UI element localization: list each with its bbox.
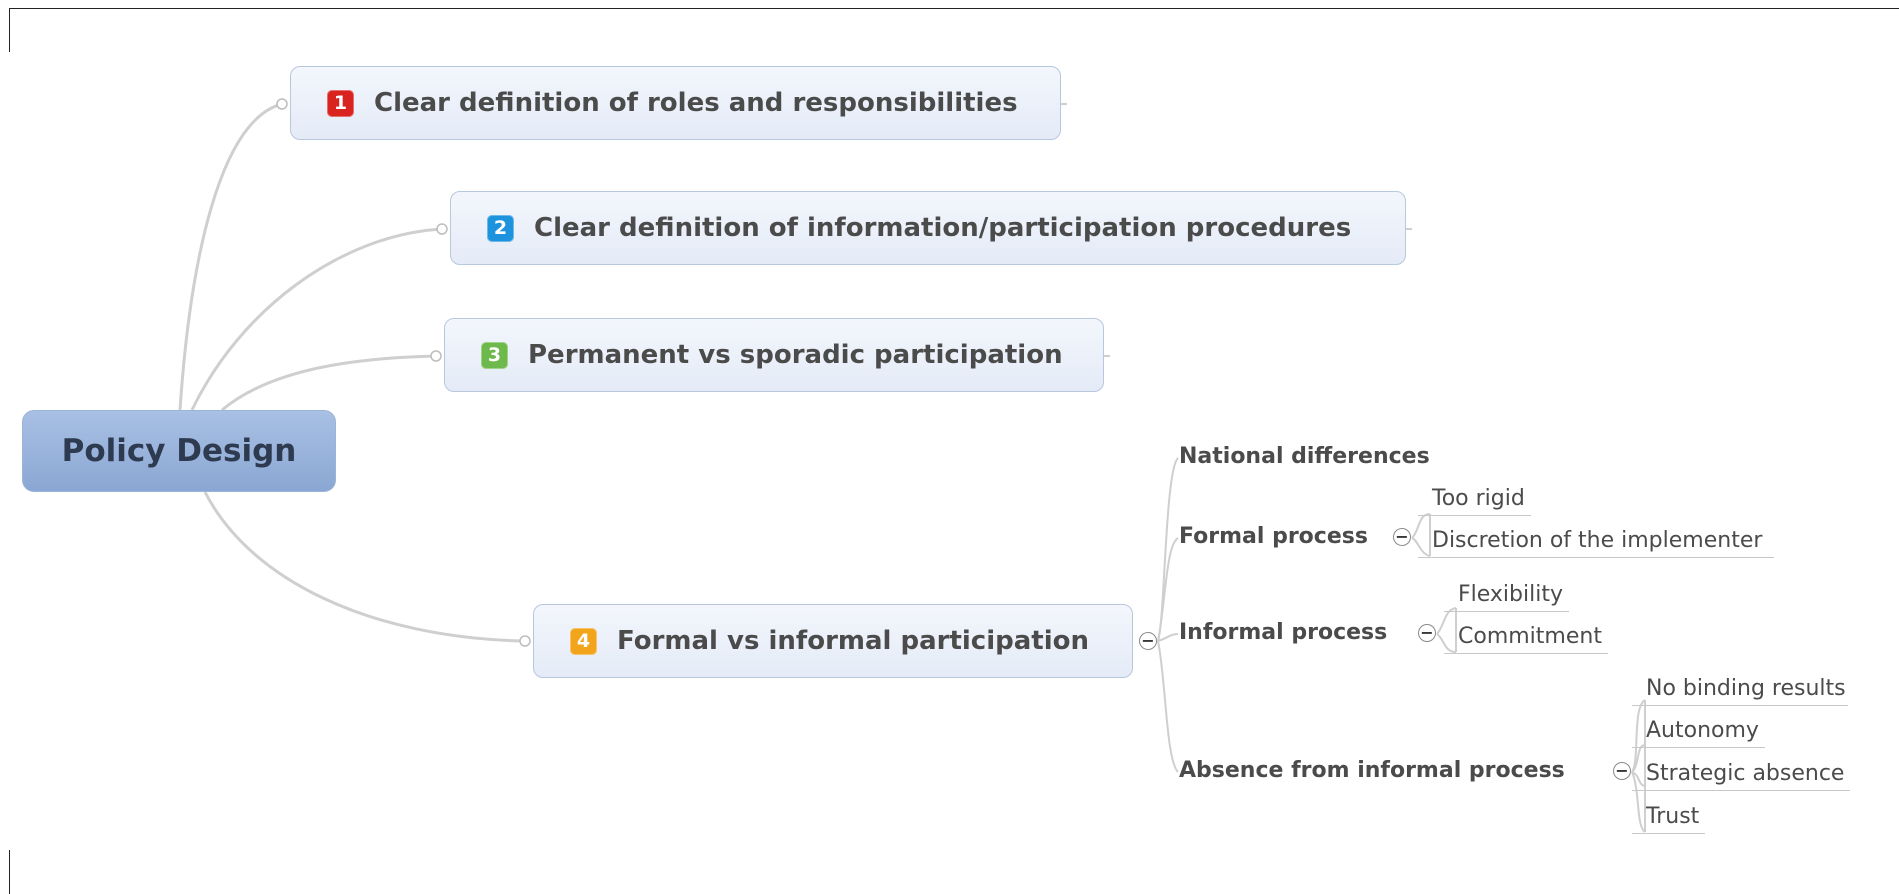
frame-border-left-lower (9, 850, 10, 894)
subtopic-informal-process[interactable]: Informal process (1179, 620, 1388, 645)
connector-topic-2 (190, 227, 443, 411)
priority-3-icon: 3 (481, 341, 508, 369)
leaf-trust[interactable]: Trust (1632, 804, 1706, 834)
topic-formal-informal[interactable]: 4 Formal vs informal participation (533, 604, 1133, 678)
subtopic-absence-informal-process[interactable]: Absence from informal process (1179, 758, 1565, 783)
topic-label: Formal vs informal participation (617, 626, 1089, 656)
collapse-toggle-formal-process[interactable]: − (1393, 528, 1411, 546)
priority-4-icon: 4 (570, 627, 597, 655)
topic-label: Permanent vs sporadic participation (528, 340, 1063, 370)
connector-topic-1 (178, 102, 283, 411)
central-topic[interactable]: Policy Design (22, 410, 336, 492)
topic-label: Clear definition of roles and responsibi… (374, 88, 1018, 118)
leaf-too-rigid[interactable]: Too rigid (1418, 486, 1531, 516)
topic-4-anchor (519, 635, 531, 647)
leaf-flexibility[interactable]: Flexibility (1444, 582, 1569, 612)
connector-topic-3 (221, 354, 437, 412)
leaf-no-binding-results[interactable]: No binding results (1632, 676, 1848, 706)
topic-permanent-sporadic[interactable]: 3 Permanent vs sporadic participation (444, 318, 1104, 392)
leaf-strategic-absence[interactable]: Strategic absence (1632, 761, 1851, 791)
collapse-toggle-absence[interactable]: − (1613, 762, 1631, 780)
subtopic-formal-process[interactable]: Formal process (1179, 524, 1368, 549)
frame-border-top (9, 8, 1899, 9)
central-topic-label: Policy Design (61, 433, 297, 469)
leaf-discretion-implementer[interactable]: Discretion of the implementer (1418, 528, 1775, 558)
topic-1-anchor (276, 98, 288, 110)
leaf-autonomy[interactable]: Autonomy (1632, 718, 1765, 748)
topic-information-procedures[interactable]: 2 Clear definition of information/partic… (450, 191, 1406, 265)
priority-2-icon: 2 (487, 214, 514, 242)
topic-label: Clear definition of information/particip… (534, 213, 1352, 243)
topic-2-anchor (436, 223, 448, 235)
collapse-toggle-topic-4[interactable]: − (1139, 632, 1157, 650)
topic-roles-responsibilities[interactable]: 1 Clear definition of roles and responsi… (290, 66, 1061, 140)
topic-3-anchor (430, 350, 442, 362)
subtopic-national-differences[interactable]: National differences (1179, 444, 1430, 469)
leaf-commitment[interactable]: Commitment (1444, 624, 1608, 654)
collapse-toggle-informal-process[interactable]: − (1418, 624, 1436, 642)
frame-border-left (9, 8, 10, 52)
connector-topic-4 (203, 491, 526, 643)
priority-1-icon: 1 (327, 89, 354, 117)
